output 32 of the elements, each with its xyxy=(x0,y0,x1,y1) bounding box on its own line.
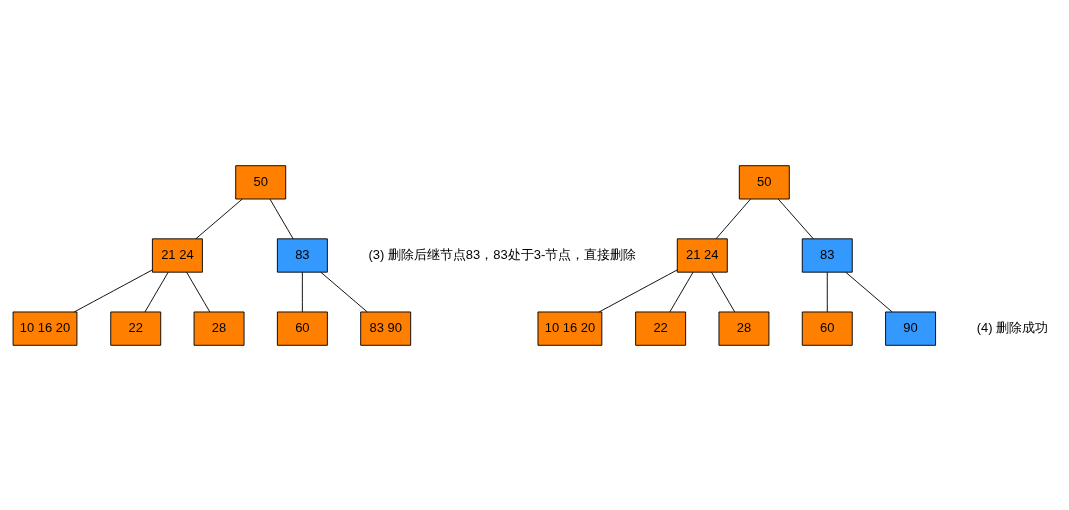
label: (3) 删除后继节点83，83处于3-节点，直接删除 xyxy=(368,246,637,262)
node-box: 60 xyxy=(801,311,853,346)
node-box: 28 xyxy=(718,311,770,346)
node-box: 83 90 xyxy=(360,311,412,346)
connector xyxy=(711,271,736,312)
connector xyxy=(320,271,368,312)
node-box: 83 xyxy=(801,237,853,273)
connector xyxy=(195,198,243,239)
connector xyxy=(186,271,211,312)
node-box: 21 24 xyxy=(151,237,203,273)
node-box: 28 xyxy=(193,311,245,346)
connector xyxy=(269,198,294,239)
node-box: 50 xyxy=(738,164,790,199)
connector xyxy=(715,198,751,239)
connector xyxy=(144,271,169,312)
node-box: 10 16 20 xyxy=(537,311,603,346)
node-box: 83 xyxy=(276,237,328,273)
node-box: 22 xyxy=(110,311,162,346)
node-box: 22 xyxy=(635,311,687,346)
label: (4) 删除成功 xyxy=(976,319,1049,335)
node-box: 50 xyxy=(235,164,287,199)
node-box: 60 xyxy=(276,311,328,346)
connector xyxy=(669,271,694,312)
connector xyxy=(73,269,153,312)
node-box: 90 xyxy=(885,311,937,346)
connector xyxy=(826,271,828,312)
connector xyxy=(777,198,814,239)
connector xyxy=(301,271,303,312)
connector xyxy=(845,271,893,312)
node-box: 10 16 20 xyxy=(12,311,78,346)
node-box: 21 24 xyxy=(676,237,728,273)
connector xyxy=(598,269,678,312)
